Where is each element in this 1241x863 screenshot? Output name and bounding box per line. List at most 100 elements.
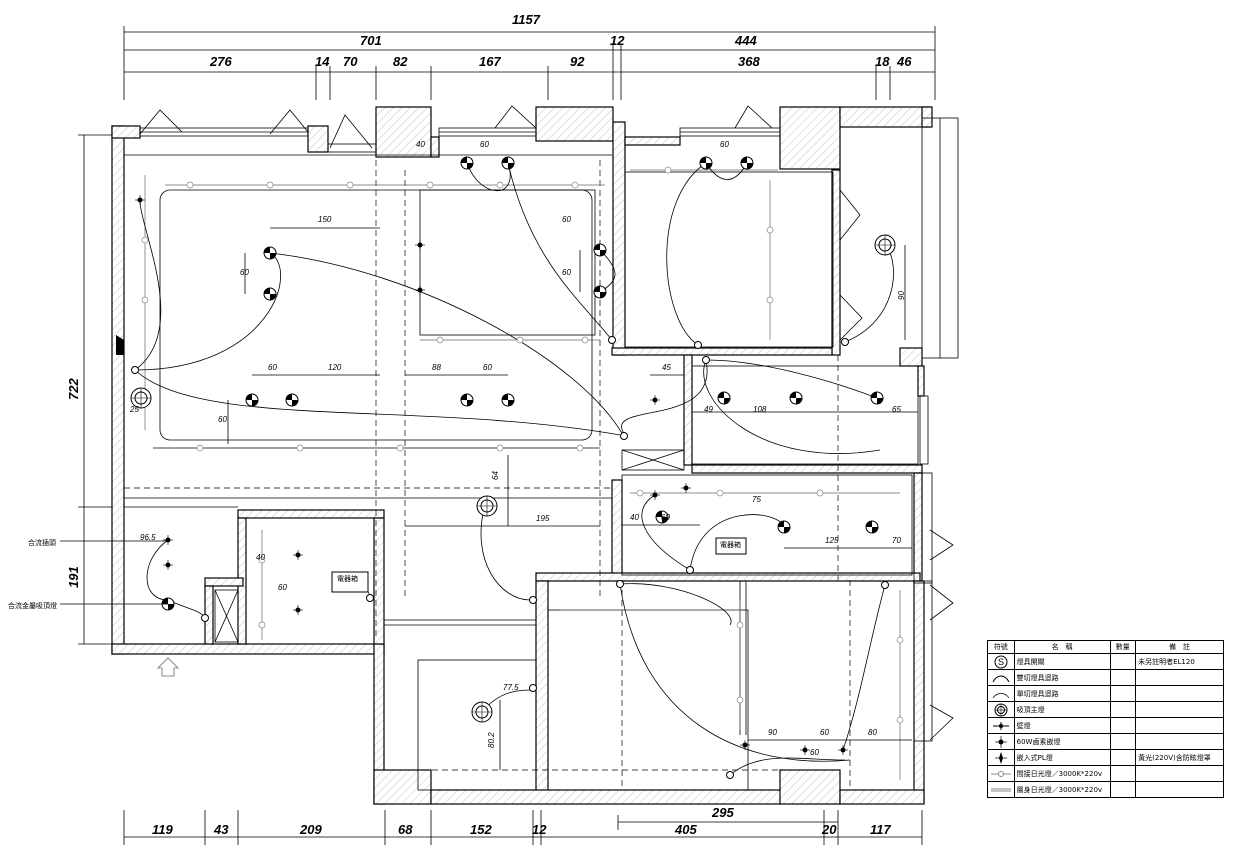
bottom-dimensions: 295 119 43 209 68 152 12 405 20 117 (123, 805, 923, 845)
windows (139, 105, 959, 742)
switch-s-icon (726, 771, 734, 779)
legend-note (1135, 765, 1224, 782)
wall-lamp-icon (992, 721, 1009, 730)
left-dimensions: 722 191 (66, 134, 112, 645)
pl-lamp-icon (285, 393, 299, 407)
annotation: 70 (892, 536, 901, 545)
annotation: 40 (416, 140, 425, 149)
legend-row: 嵌入式PL燈 黃光(220V)含防眩燈罩 (987, 749, 1224, 766)
dim-top-7: 82 (393, 54, 408, 69)
legend-name: 吸頂主燈 (1013, 701, 1111, 718)
legend-row: 吸頂主燈 (987, 701, 1224, 718)
dim-top-1: 701 (360, 33, 382, 48)
switch-s-icon: S (994, 655, 1008, 668)
legend-qty (1109, 765, 1137, 782)
legend-qty (1109, 669, 1137, 686)
legend-qty (1109, 781, 1137, 798)
dim-bottom-1: 119 (152, 822, 173, 837)
legend-row: S 燈具開關 未另註明者EL120 (987, 653, 1224, 670)
legend-qty (1109, 733, 1137, 750)
annotation: 60 (218, 415, 227, 424)
pl-lamp-icon (655, 510, 669, 524)
legend-note: 未另註明者EL120 (1135, 653, 1224, 670)
dim-bottom-8: 20 (821, 822, 837, 837)
legend-name: 間接日光燈／3000K*220v (1013, 765, 1111, 782)
pl-lamp-icon (263, 246, 277, 260)
halogen-icon (800, 745, 810, 755)
annotation: 90 (897, 291, 906, 300)
double-arc-icon (992, 675, 1010, 682)
legend-header-note: 備 註 (1135, 640, 1224, 654)
pl-lamp-icon (777, 520, 791, 534)
legend-header-name: 名 稱 (1013, 640, 1111, 654)
panel-label: 電器箱 (720, 540, 741, 549)
annotation: 75 (752, 495, 761, 504)
annotation: 195 (536, 514, 550, 523)
panel-label: 電器箱 (337, 574, 358, 583)
dim-top-4: 276 (209, 54, 232, 69)
halogen-icon (681, 483, 691, 493)
annotation: 60 (278, 583, 287, 592)
pl-lamp-icon (263, 287, 277, 301)
svg-text:S: S (998, 657, 1004, 667)
annotation: 64 (491, 471, 500, 480)
legend-note (1135, 669, 1224, 686)
ceiling-light-icon (874, 234, 896, 256)
annotation: 60 (483, 363, 492, 372)
switch-s-icon (702, 356, 710, 364)
dim-top-12: 46 (896, 54, 912, 69)
fluorescent-icon (990, 788, 1011, 791)
switch-s-icon (881, 581, 889, 589)
legend-header: 符號 名 稱 數量 備 註 (987, 640, 1224, 654)
dim-left-2: 191 (66, 566, 81, 588)
annotation: 125 (825, 536, 839, 545)
dim-bottom-inner: 295 (711, 805, 734, 820)
entry-arrow-icon (156, 657, 180, 677)
annotation: 80 (868, 728, 877, 737)
legend-note (1135, 701, 1224, 718)
annotation: 60 (661, 513, 670, 522)
switch-s-icon (608, 336, 616, 344)
legend-row: 間接日光燈／3000K*220v (987, 765, 1224, 782)
legend-qty (1109, 749, 1137, 766)
annotation: 40 (630, 513, 639, 522)
switch-s-icon (686, 566, 694, 574)
legend-name: 壁燈 (1013, 717, 1111, 734)
halogen-icon (163, 535, 173, 545)
pl-lamp-icon (460, 393, 474, 407)
pl-lamp-icon (717, 391, 731, 405)
legend-note: 黃光(220V)含防眩燈罩 (1135, 749, 1224, 766)
indirect-fluorescent-icon (141, 166, 904, 724)
side-labels: 合流插頭 合流金屬吸頂燈 電器箱 電器箱 (8, 538, 741, 610)
dim-bottom-2: 43 (213, 822, 229, 837)
annotation: 60 (480, 140, 489, 149)
legend-row: 雙切燈具迴路 (987, 669, 1224, 686)
annotation: 108 (753, 405, 767, 414)
halogen-icon (650, 490, 660, 500)
dim-top-3: 444 (734, 33, 757, 48)
annotation: 60 (720, 140, 729, 149)
indirect-fluorescent-icon (990, 770, 1011, 777)
single-arc-icon (992, 692, 1010, 698)
annotation: 65 (892, 405, 901, 414)
legend-row: 壁燈 (987, 717, 1224, 734)
pl-lamp-icon (501, 393, 515, 407)
annotation: 60 (268, 363, 277, 372)
legend-header-qty: 數量 (1109, 640, 1137, 654)
halogen-icon (838, 745, 848, 755)
walls (111, 106, 933, 805)
legend-qty (1109, 653, 1137, 670)
dim-bottom-6: 12 (532, 822, 547, 837)
annotation: 150 (318, 215, 332, 224)
ceiling-light-icon (476, 495, 498, 517)
pl-lamp-icon (789, 391, 803, 405)
halogen-icon (163, 560, 173, 570)
halogen-icon (415, 240, 425, 250)
annotation: 60 (562, 215, 571, 224)
legend-name: 雙切燈具迴路 (1013, 669, 1111, 686)
annotation: 60 (820, 728, 829, 737)
top-dimensions: 1157 701 12 444 276 14 70 82 167 92 368 … (123, 12, 936, 100)
switch-s-icon (366, 594, 374, 602)
annotations: 150 60 60 120 60 88 60 45 60 60 60 60 40… (129, 140, 918, 770)
